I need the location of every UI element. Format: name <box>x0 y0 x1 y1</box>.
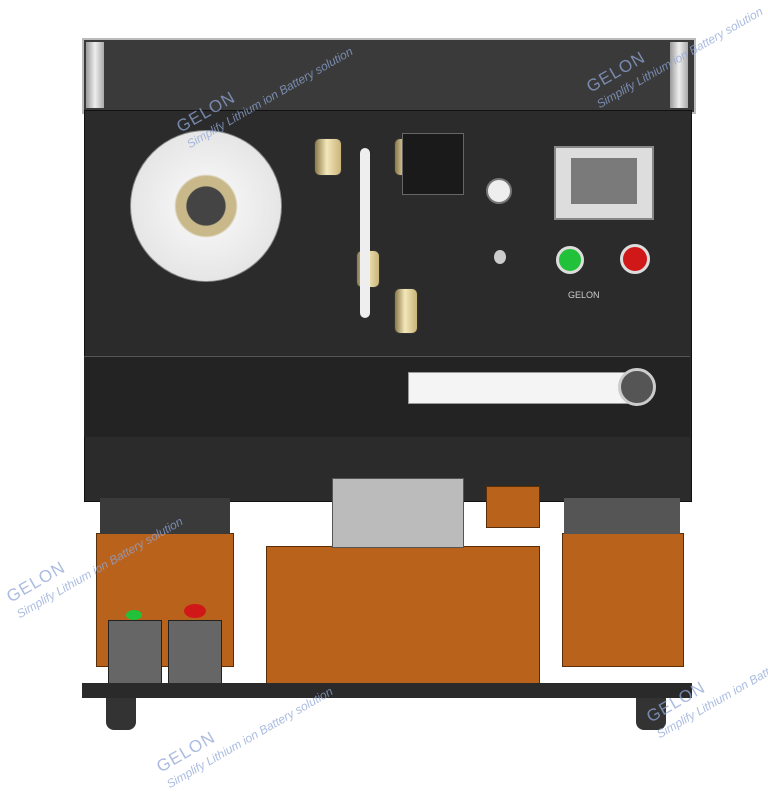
foot-right <box>636 698 666 730</box>
hmi-touch-screen[interactable] <box>554 146 654 220</box>
screen-display[interactable] <box>571 158 637 204</box>
top-hood <box>82 38 696 114</box>
start-button[interactable] <box>556 246 584 274</box>
right-station <box>564 498 680 534</box>
foot-left <box>106 698 136 730</box>
film-reel <box>130 130 282 282</box>
left-bottom-box-1 <box>108 620 162 684</box>
slot-guide <box>360 148 370 318</box>
roller <box>314 138 342 176</box>
pressure-gauge <box>486 178 512 204</box>
stop-button[interactable] <box>620 244 650 274</box>
panel-logo: GELON <box>568 290 600 300</box>
center-station <box>332 478 464 548</box>
roller <box>394 288 418 334</box>
emergency-stop-button[interactable] <box>184 604 206 618</box>
base <box>82 683 692 698</box>
film-wheel <box>618 368 656 406</box>
cabinet-center <box>266 546 540 688</box>
cabinet-right <box>562 533 684 667</box>
knob[interactable] <box>494 250 506 264</box>
machine: GELON <box>82 38 696 698</box>
hood-rail-right <box>670 42 688 108</box>
left-station <box>100 498 230 534</box>
hood-rail-left <box>86 42 104 108</box>
green-button[interactable] <box>126 610 142 620</box>
cylinder <box>402 133 464 195</box>
orange-block <box>486 486 540 528</box>
left-bottom-box-2 <box>168 620 222 684</box>
film-strip <box>408 372 640 404</box>
